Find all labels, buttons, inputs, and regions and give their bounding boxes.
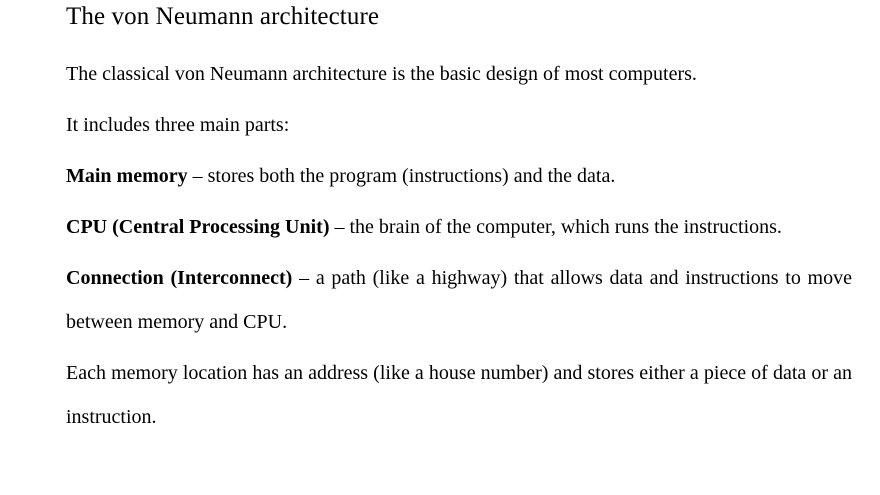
paragraph-text: – a path (like a highway) that allows da… [66, 267, 852, 333]
title-spacer [66, 34, 852, 52]
paragraph-spacer [66, 96, 852, 103]
paragraph-text: Each memory location has an address (lik… [66, 362, 852, 428]
paragraph-spacer [66, 147, 852, 154]
paragraph-text: – stores both the program (instructions)… [187, 165, 616, 187]
term-cpu: CPU (Central Processing Unit) [66, 216, 330, 238]
paragraph-connection: Connection (Interconnect) – a path (like… [66, 256, 852, 344]
document-body: The von Neumann architecture The classic… [66, 0, 852, 439]
paragraph-text: The classical von Neumann architecture i… [66, 63, 697, 85]
term-main-memory: Main memory [66, 165, 188, 187]
paragraph-spacer [66, 198, 852, 205]
paragraph-text: – the brain of the computer, which runs … [329, 216, 782, 238]
paragraph-text: It includes three main parts: [66, 114, 290, 136]
paragraph-spacer [66, 344, 852, 351]
paragraph-main-memory: Main memory – stores both the program (i… [66, 154, 852, 198]
paragraph-memory-address: Each memory location has an address (lik… [66, 351, 852, 439]
paragraph-cpu: CPU (Central Processing Unit) – the brai… [66, 205, 852, 249]
page-title: The von Neumann architecture [66, 3, 380, 30]
paragraph-parts-intro: It includes three main parts: [66, 103, 852, 147]
term-connection: Connection (Interconnect) [66, 267, 293, 289]
paragraph-intro: The classical von Neumann architecture i… [66, 52, 852, 96]
paragraph-spacer [66, 249, 852, 256]
